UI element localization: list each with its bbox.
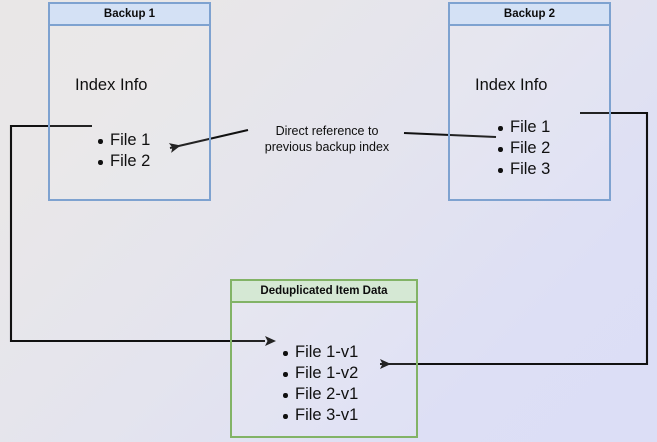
list-item: File 1-v2 xyxy=(282,363,358,384)
edge-label-direct-reference: Direct reference to previous backup inde… xyxy=(247,123,407,155)
list-item: File 3-v1 xyxy=(282,405,358,426)
dedup-file-list: File 1-v1 File 1-v2 File 2-v1 File 3-v1 xyxy=(282,342,358,426)
list-item: File 2 xyxy=(97,151,150,172)
list-item: File 2-v1 xyxy=(282,384,358,405)
node-deduplicated-item-data[interactable]: Deduplicated Item Data File 1-v1 File 1-… xyxy=(230,279,418,438)
node-dedup-body: File 1-v1 File 1-v2 File 2-v1 File 3-v1 xyxy=(232,303,416,436)
node-backup-2-body: Index Info File 1 File 2 File 3 xyxy=(450,26,609,199)
node-dedup-header: Deduplicated Item Data xyxy=(232,281,416,303)
edge-label-line-1: Direct reference to xyxy=(275,124,379,138)
list-item: File 1 xyxy=(97,130,150,151)
backup-1-file-list: File 1 File 2 xyxy=(97,130,150,172)
backup-1-index-info-label: Index Info xyxy=(75,76,148,94)
node-backup-2[interactable]: Backup 2 Index Info File 1 File 2 File 3 xyxy=(448,2,611,201)
list-item: File 3 xyxy=(497,159,550,180)
list-item: File 2 xyxy=(497,138,550,159)
node-backup-1-body: Index Info File 1 File 2 xyxy=(50,26,209,199)
list-item: File 1 xyxy=(497,117,550,138)
list-item: File 1-v1 xyxy=(282,342,358,363)
backup-2-file-list: File 1 File 2 File 3 xyxy=(497,117,550,180)
edge-label-line-2: previous backup index xyxy=(264,140,390,154)
node-backup-1-header: Backup 1 xyxy=(50,4,209,26)
node-backup-2-header: Backup 2 xyxy=(450,4,609,26)
backup-2-index-info-label: Index Info xyxy=(475,76,548,94)
node-backup-1[interactable]: Backup 1 Index Info File 1 File 2 xyxy=(48,2,211,201)
